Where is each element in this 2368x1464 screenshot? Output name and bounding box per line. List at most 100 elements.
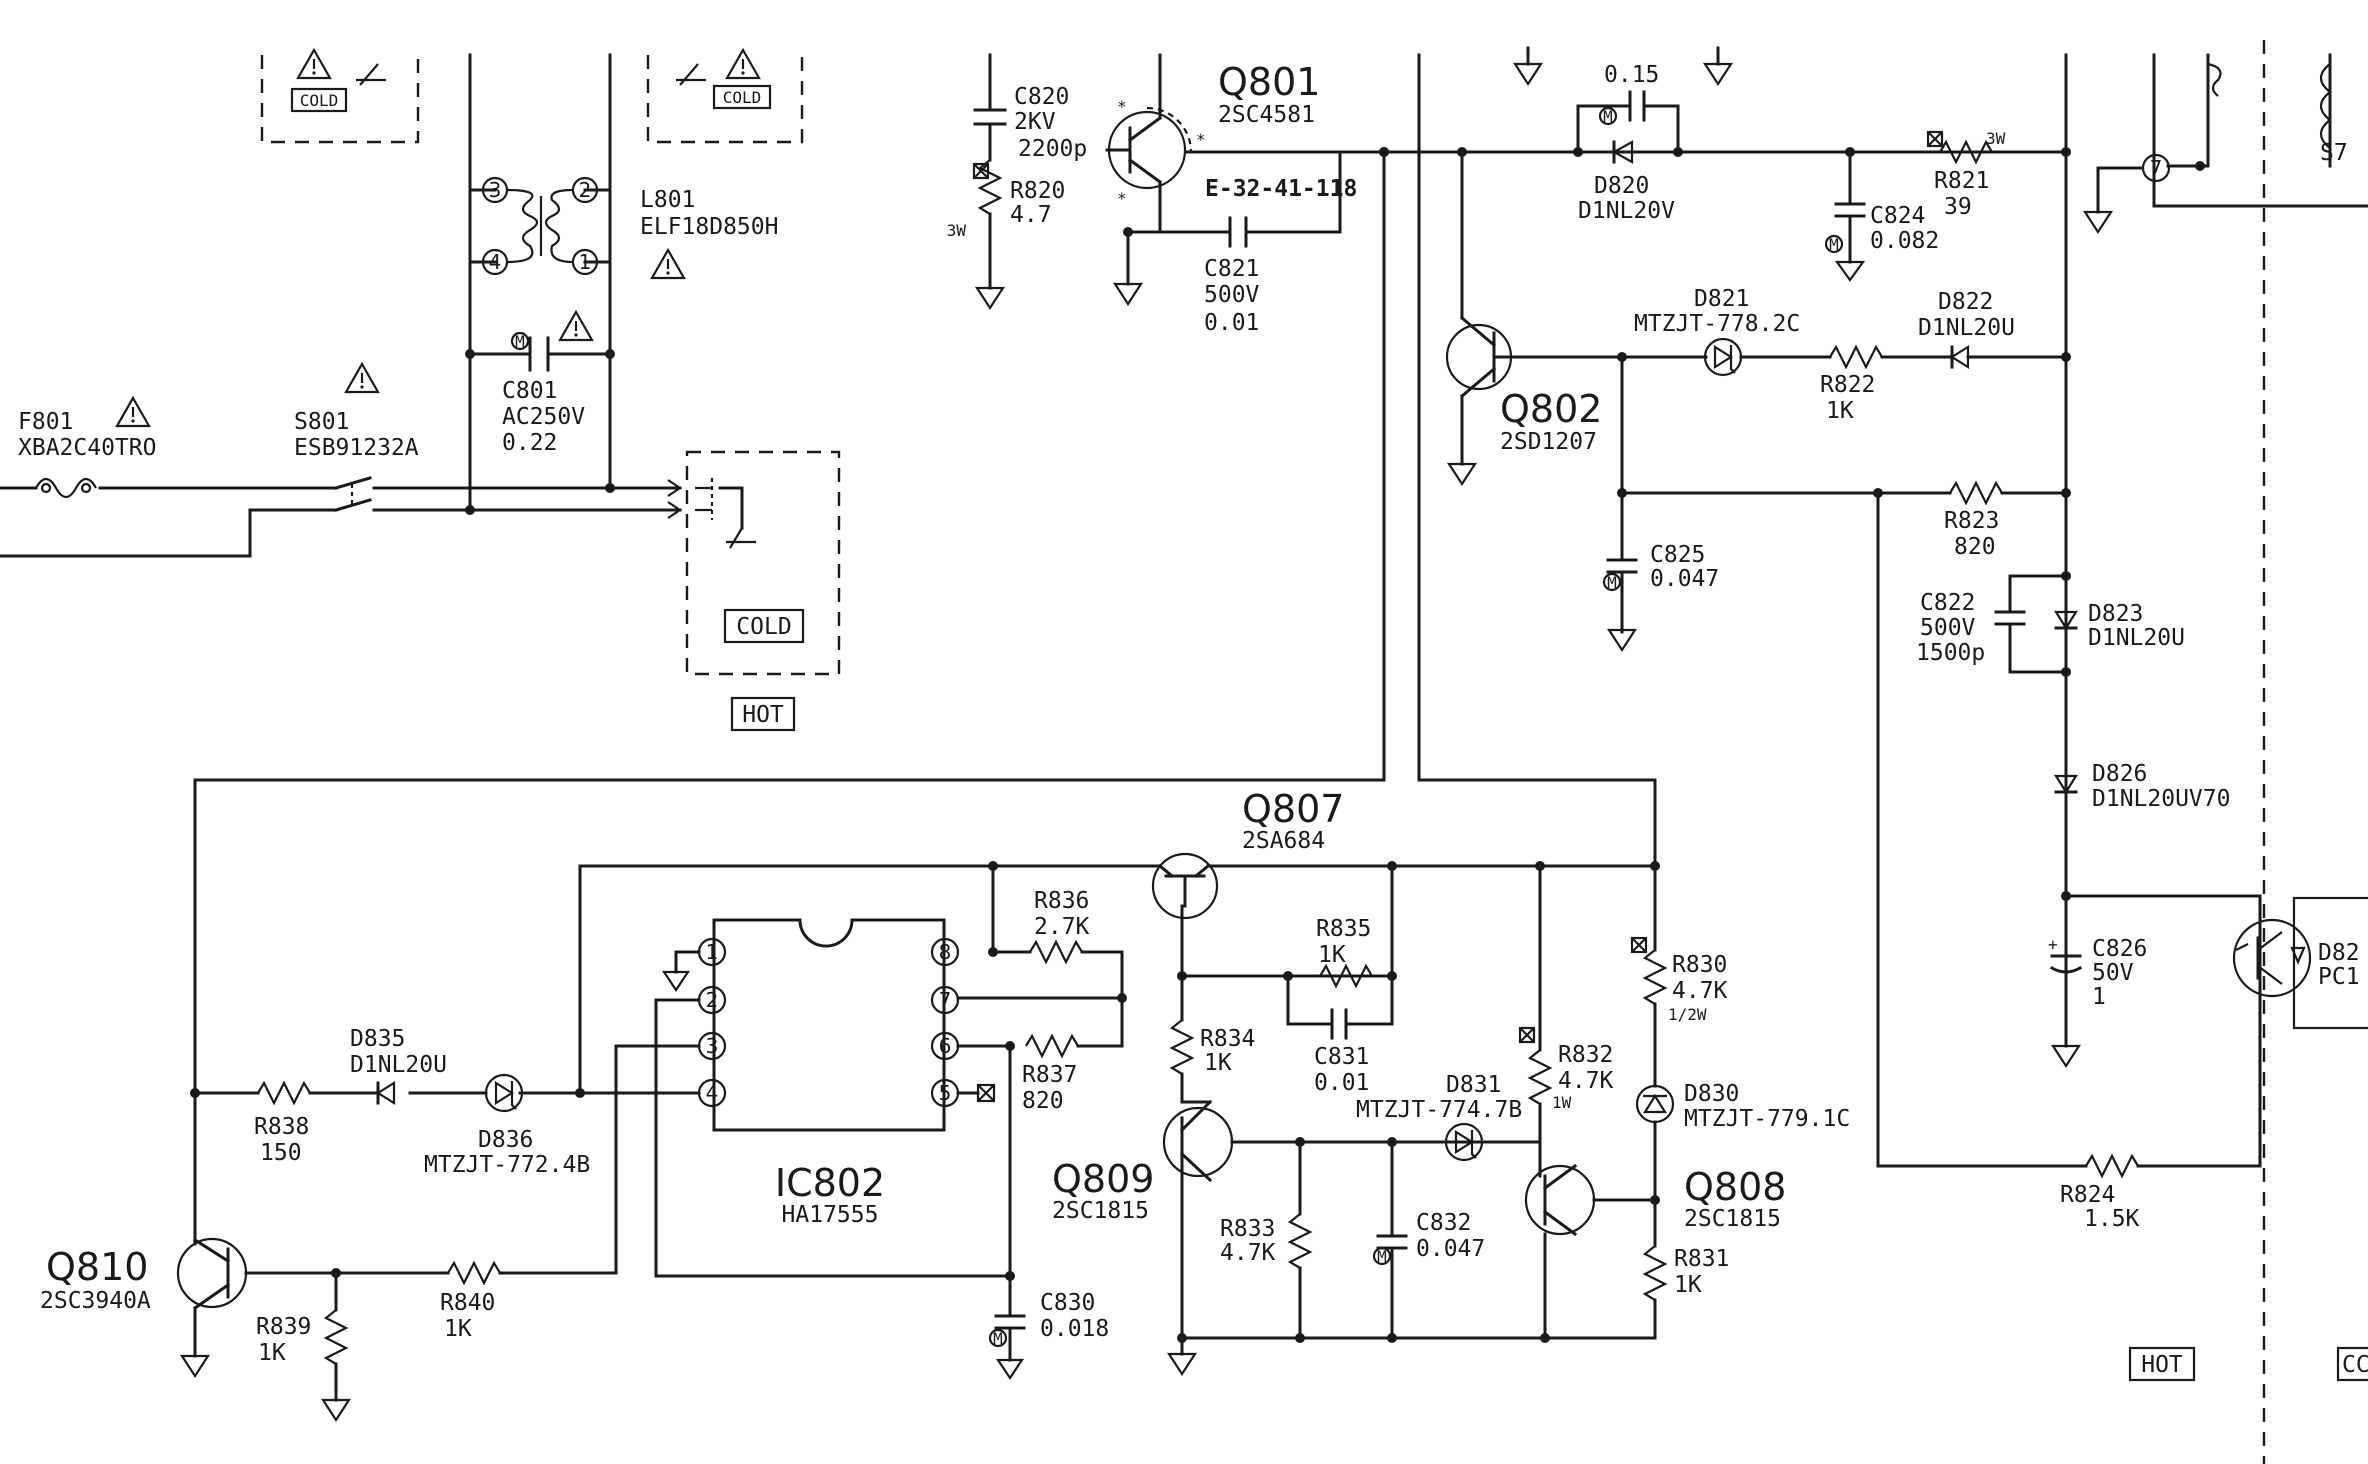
c-top-val: 0.15 (1604, 62, 1659, 88)
q807-part: 2SA684 (1242, 828, 1325, 854)
c831-ref: C831 (1314, 1044, 1369, 1070)
s801-ref: S801 (294, 409, 349, 435)
cold-box-left: COLD (260, 48, 420, 144)
c824-ref: C824 (1870, 203, 1925, 229)
d826-part: D1NL20UV70 (2092, 786, 2230, 812)
q810-ref: Q810 (46, 1245, 148, 1289)
star-mark: * (1196, 130, 1206, 149)
r836-val: 2.7K (1034, 914, 1090, 940)
c824-val: 0.082 (1870, 228, 1939, 254)
c832-ref: C832 (1416, 1210, 1471, 1236)
c821-ref: C821 (1204, 256, 1259, 282)
c821-volt: 500V (1204, 282, 1260, 308)
q801-note: E-32-41-118 (1205, 176, 1357, 202)
c822-ref: C822 (1920, 590, 1975, 616)
r834-ref: R834 (1200, 1026, 1255, 1052)
l801-pin-4: 4 (489, 250, 502, 274)
l801-pin-2: 2 (579, 178, 592, 202)
r820-power: 3W (947, 221, 967, 240)
ic-pin-2: 2 (706, 988, 719, 1012)
cold-label-1: COLD (300, 91, 339, 110)
d82-ref: D82 (2318, 940, 2360, 966)
c821-val: 0.01 (1204, 310, 1259, 336)
q808-ref: Q808 (1684, 1165, 1786, 1209)
ground-icon (975, 270, 1005, 310)
ground-icon (2083, 194, 2113, 234)
ground-icon (1513, 46, 1543, 86)
cold-label-2: COLD (723, 88, 762, 107)
d820-ref: D820 (1594, 173, 1649, 199)
c820-r820: C820 2KV 2200p R820 4.7 3W (947, 53, 1087, 310)
r831-ref: R831 (1674, 1246, 1729, 1272)
c831-val: 0.01 (1314, 1070, 1369, 1096)
r821-val: 39 (1944, 194, 1972, 220)
d836-ref: D836 (478, 1127, 533, 1153)
d835-part: D1NL20U (350, 1052, 447, 1078)
ground-icon (321, 1382, 351, 1422)
q802-ref: Q802 (1500, 387, 1602, 431)
r824-val: 1.5K (2084, 1206, 2140, 1232)
d822-ref: D822 (1938, 289, 1993, 315)
r821-ref: R821 (1934, 168, 1989, 194)
r823-ref: R823 (1944, 508, 1999, 534)
r832-val: 4.7K (1558, 1068, 1614, 1094)
s7-label: S7 (2320, 140, 2348, 166)
warning-icon (558, 310, 594, 342)
m-mark: M (1607, 573, 1617, 592)
hot-label-br: HOT (2141, 1352, 2183, 1378)
ic-pin-7: 7 (939, 988, 952, 1012)
r838-val: 150 (260, 1140, 302, 1166)
r839-val: 1K (258, 1340, 286, 1366)
d830-part: MTZJT-779.1C (1684, 1106, 1850, 1132)
q802-part: 2SD1207 (1500, 429, 1597, 455)
ic-pin-1: 1 (706, 940, 719, 964)
r833-ref: R833 (1220, 1216, 1275, 1242)
r820-ref: R820 (1010, 178, 1065, 204)
c826-volt: 50V (2092, 960, 2134, 986)
r835-ref: R835 (1316, 916, 1371, 942)
c801-cap: M C801 AC250V 0.22 (465, 260, 615, 512)
r822-val: 1K (1826, 398, 1854, 424)
r830-ref: R830 (1672, 952, 1727, 978)
star-mark: * (1117, 189, 1127, 208)
r821-power: 3W (1986, 129, 2006, 148)
c820-ref: C820 (1014, 84, 1069, 110)
c832-val: 0.047 (1416, 1236, 1485, 1262)
q810-part: 2SC3940A (40, 1288, 151, 1314)
c822-volt: 500V (1920, 615, 1976, 641)
cold-box-label: COLD (736, 614, 791, 640)
m-mark: M (1377, 1247, 1387, 1266)
r831-val: 1K (1674, 1272, 1702, 1298)
warning-icon (115, 396, 151, 428)
r833-val: 4.7K (1220, 1240, 1276, 1266)
c820-val: 2200p (1018, 136, 1087, 162)
l801-choke: 3 2 4 1 L801 ELF18D850H (468, 176, 778, 280)
warning-icon (650, 248, 686, 280)
r832-ref: R832 (1558, 1042, 1613, 1068)
q801-ref: Q801 (1218, 60, 1320, 104)
cold-hot-box: COLD HOT (685, 450, 841, 732)
d823-part: D1NL20U (2088, 625, 2185, 651)
m-mark: M (515, 332, 525, 351)
xfmr-pin-7: 7 (2150, 156, 2163, 180)
c801-val: 0.22 (502, 430, 557, 456)
q801-part: 2SC4581 (1218, 102, 1315, 128)
r836-ref: R836 (1034, 888, 1089, 914)
ic-pin-8: 8 (939, 940, 952, 964)
r834-val: 1K (1204, 1050, 1232, 1076)
s801-part: ESB91232A (294, 435, 419, 461)
c826-ref: C826 (2092, 936, 2147, 962)
ground-icon (1167, 1336, 1197, 1376)
d820-part: D1NL20V (1578, 198, 1675, 224)
star-mark: * (1117, 97, 1127, 116)
d835-ref: D835 (350, 1026, 405, 1052)
d82-part: PC1 (2318, 964, 2360, 990)
ground-icon (180, 1338, 210, 1378)
bottom-section: Q807 2SA684 R836 2.7K R837 820 1 2 3 4 8… (40, 778, 1850, 1422)
l801-pin-3: 3 (489, 178, 502, 202)
m-mark: M (1829, 235, 1839, 254)
q801-transistor: * * * Q801 2SC4581 E-32-41-118 C821 500V… (1105, 53, 1389, 336)
q809-part: 2SC1815 (1052, 1198, 1149, 1224)
d826-ref: D826 (2092, 761, 2147, 787)
